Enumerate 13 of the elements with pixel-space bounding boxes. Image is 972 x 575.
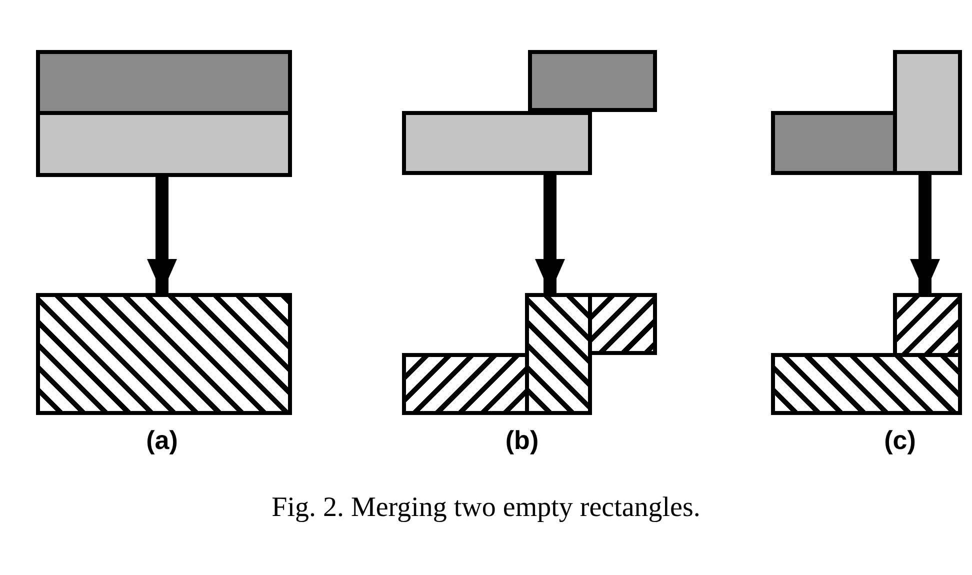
hatched-rectangle (771, 353, 962, 415)
arrow (147, 177, 177, 293)
shaded-rectangle (402, 111, 592, 175)
arrow (910, 175, 940, 293)
panel-label: (a) (146, 425, 178, 456)
shaded-rectangle (893, 50, 962, 175)
shaded-rectangle (528, 50, 657, 112)
panel-label: (b) (505, 425, 539, 456)
arrow (535, 175, 565, 293)
panel-label: (c) (884, 425, 916, 456)
hatched-rectangle (36, 293, 292, 415)
figure-caption: Fig. 2. Merging two empty rectangles. (270, 492, 702, 524)
hatched-rectangle (525, 293, 592, 415)
